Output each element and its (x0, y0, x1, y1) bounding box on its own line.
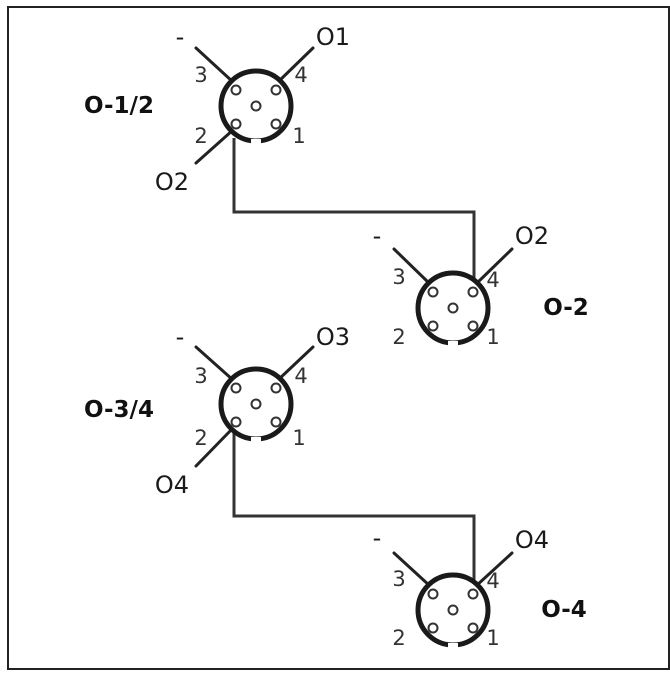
diagram-frame (7, 6, 670, 670)
pin-hole-2 (427, 622, 439, 634)
lead-pin3 (392, 247, 432, 286)
pin-number-1: 1 (486, 626, 499, 650)
wire-o34-to-o4 (232, 432, 476, 588)
lead-pin4 (474, 247, 514, 286)
connector-label: O-2 (543, 295, 589, 321)
connector-label: O-3/4 (84, 397, 154, 423)
pin-number-3: 3 (392, 567, 405, 591)
pin-hole-center (447, 302, 459, 314)
pin-number-2: 2 (392, 325, 405, 349)
pin-hole-3 (230, 84, 242, 96)
pin-number-1: 1 (486, 325, 499, 349)
signal-pin2: O4 (155, 471, 189, 499)
pin-hole-4 (270, 382, 282, 394)
pin-hole-4 (467, 286, 479, 298)
pin-number-3: 3 (392, 265, 405, 289)
connector-label: O-1/2 (84, 93, 154, 119)
pin-number-1: 1 (292, 426, 305, 450)
pin-hole-3 (427, 588, 439, 600)
pin-hole-1 (467, 320, 479, 332)
connector-o-2: 3 4 2 1 - O2 O-2 (373, 222, 589, 349)
pin-hole-4 (270, 84, 282, 96)
pin-number-2: 2 (194, 426, 207, 450)
pin-hole-center (250, 100, 262, 112)
connector-o-1-2: 3 4 2 1 - O1 O2 O-1/2 (84, 23, 350, 196)
wire-o12-to-o2 (232, 138, 476, 285)
lead-pin2 (194, 128, 235, 165)
signal-pin4: O1 (316, 23, 350, 51)
pin-hole-3 (427, 286, 439, 298)
lead-pin4 (276, 345, 315, 382)
lead-pin2 (194, 426, 235, 468)
pin-number-4: 4 (486, 569, 499, 593)
connector-o-4: 3 4 2 1 - O4 O-4 (373, 524, 587, 650)
pin-hole-1 (270, 118, 282, 130)
signal-pin2: O2 (155, 168, 189, 196)
pin-hole-center (250, 398, 262, 410)
signal-pin4: O2 (515, 222, 549, 250)
pin-hole-2 (230, 118, 242, 130)
signal-pin3: - (373, 524, 382, 552)
connector-o-3-4: 3 4 2 1 - O3 O4 O-3/4 (84, 323, 350, 499)
connector-key-notch (448, 341, 458, 347)
pin-hole-1 (467, 622, 479, 634)
pin-hole-2 (230, 416, 242, 428)
pin-hole-2 (427, 320, 439, 332)
lead-pin4 (276, 46, 315, 84)
pin-number-1: 1 (292, 124, 305, 148)
connector-key-notch (251, 437, 261, 443)
signal-pin3: - (373, 222, 382, 250)
pin-number-2: 2 (194, 124, 207, 148)
pin-number-4: 4 (486, 268, 499, 292)
signal-pin4: O4 (515, 526, 549, 554)
pin-hole-3 (230, 382, 242, 394)
pin-number-4: 4 (294, 63, 307, 87)
signal-pin3: - (176, 23, 185, 51)
connector-key-notch (251, 139, 261, 145)
pin-number-4: 4 (294, 364, 307, 388)
lead-pin3 (194, 46, 235, 84)
connector-label: O-4 (541, 597, 587, 623)
connector-key-notch (448, 643, 458, 649)
lead-pin3 (194, 345, 235, 382)
signal-pin3: - (176, 323, 185, 351)
pin-hole-center (447, 604, 459, 616)
pin-number-3: 3 (194, 364, 207, 388)
pin-hole-1 (270, 416, 282, 428)
pin-number-3: 3 (194, 63, 207, 87)
lead-pin4 (474, 551, 514, 588)
signal-pin4: O3 (316, 323, 350, 351)
lead-pin3 (392, 551, 432, 588)
pin-number-2: 2 (392, 626, 405, 650)
pin-hole-4 (467, 588, 479, 600)
